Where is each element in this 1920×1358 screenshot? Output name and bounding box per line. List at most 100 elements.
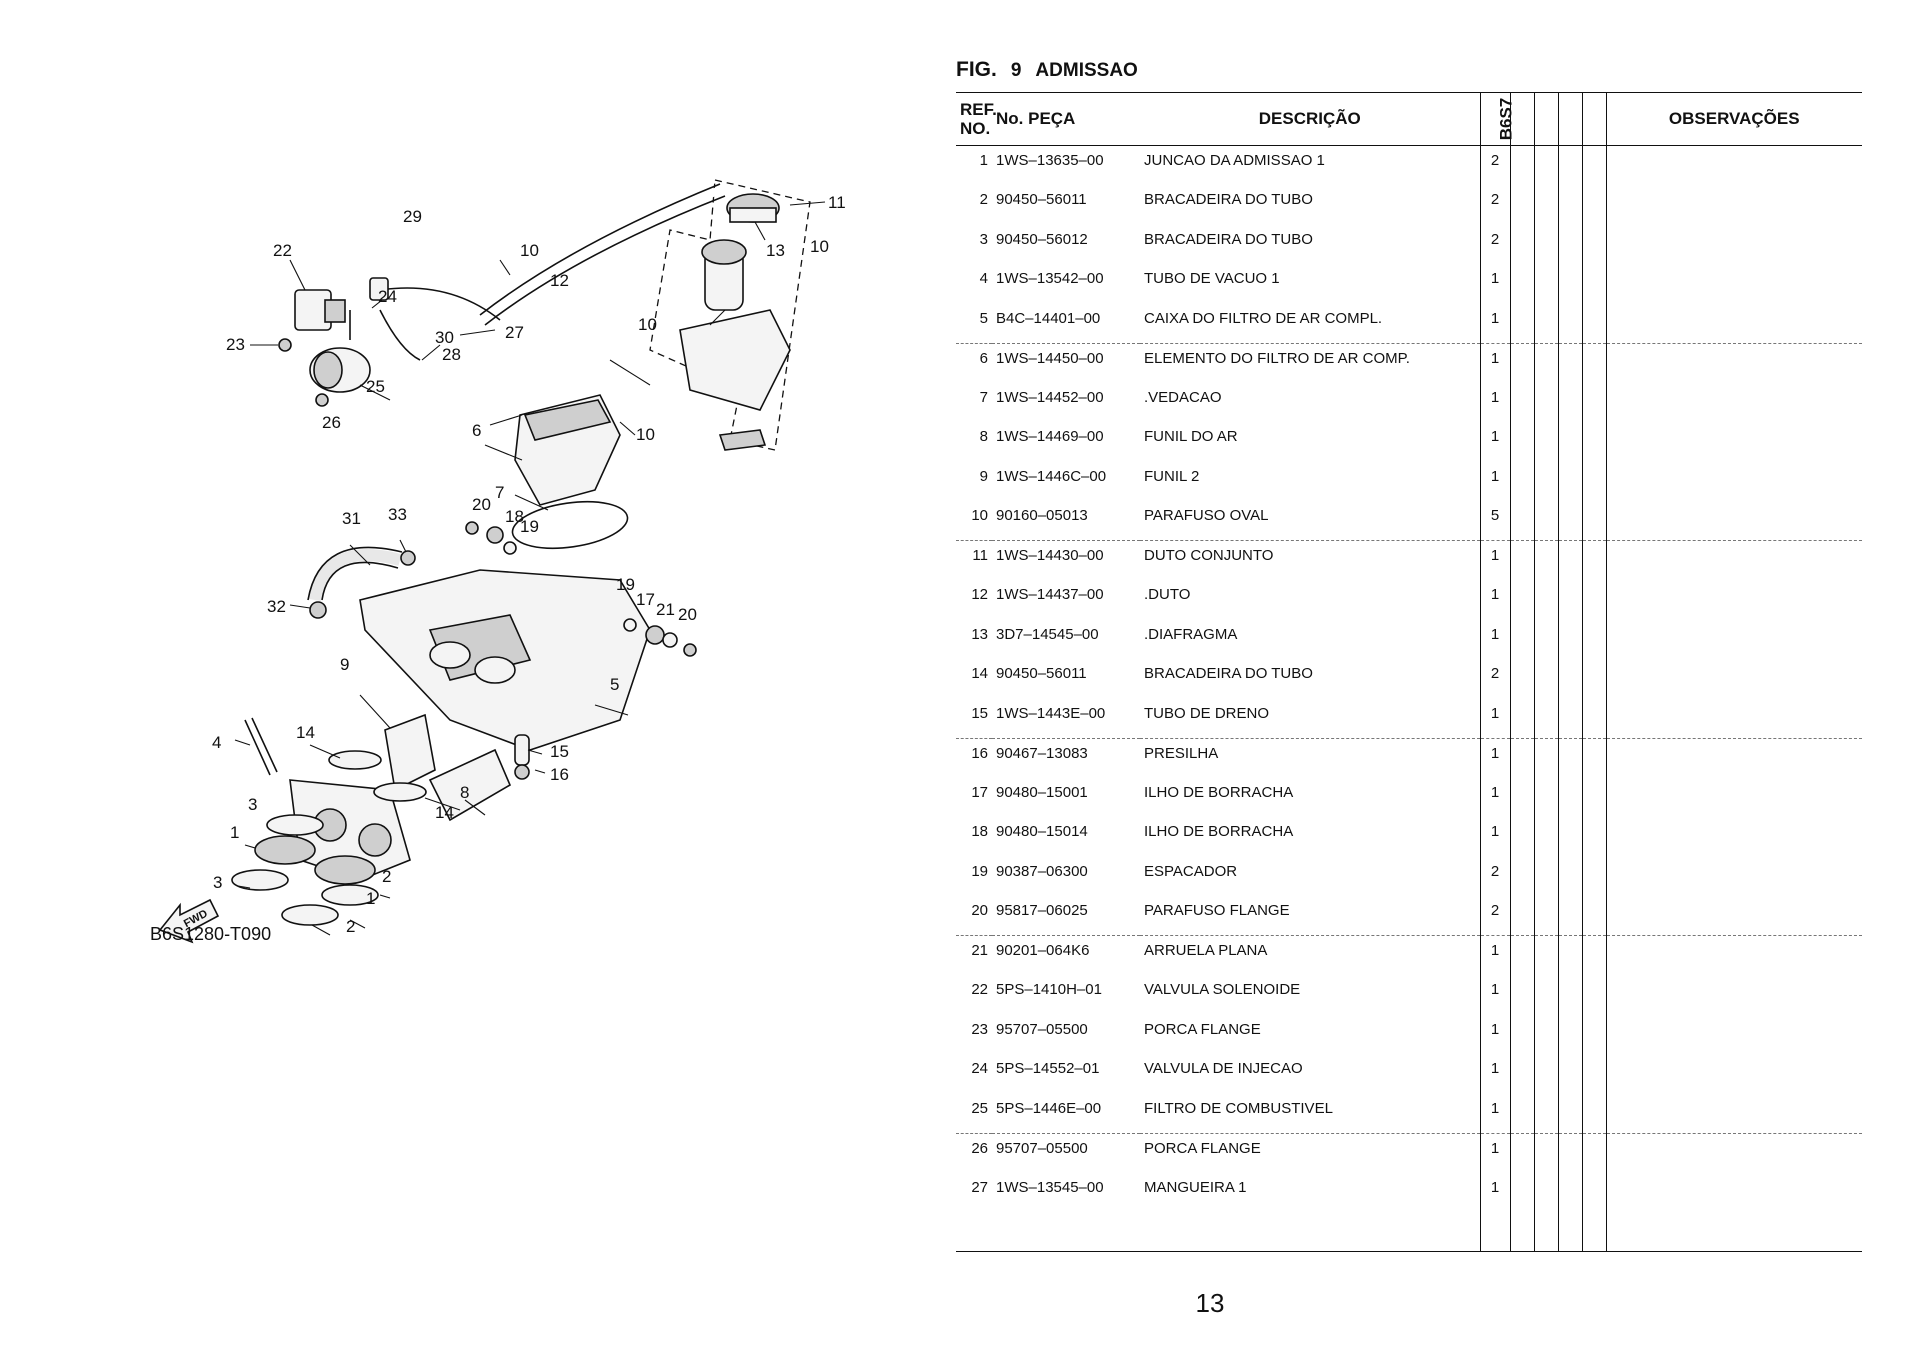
page-number: 13 [1195, 1288, 1225, 1318]
callout-10a: 10 [810, 237, 829, 256]
remarks-cell [1605, 619, 1862, 659]
model-blank-cell [1557, 1172, 1582, 1212]
callout-16: 16 [550, 765, 569, 784]
quantity-cell: 1 [1479, 1172, 1510, 1212]
remarks-cell [1605, 224, 1862, 264]
model-blank-cell [1509, 1172, 1534, 1212]
funnel-8-part [428, 748, 512, 822]
callout-7: 7 [495, 483, 504, 502]
description-cell: .VEDACAO [1144, 388, 1222, 406]
joint-3a [266, 814, 324, 836]
description-cell: FUNIL 2 [1144, 467, 1200, 485]
model-blank-cell [1533, 382, 1558, 422]
model-blank-cell [1509, 856, 1534, 896]
model-blank-cell [1533, 461, 1558, 501]
callout-4: 4 [212, 733, 221, 752]
grommet-17 [645, 625, 665, 645]
model-blank-cell [1581, 856, 1606, 896]
model-blank-cell [1581, 540, 1606, 580]
ref-cell: 19 [971, 862, 988, 880]
model-blank-cell [1533, 856, 1558, 896]
model-blank-cell [1509, 185, 1534, 225]
duct-mouth [701, 239, 747, 265]
callout-17: 17 [636, 590, 655, 609]
part-number-cell: 90467–13083 [992, 737, 1140, 778]
model-blank-cell [1533, 1172, 1558, 1212]
model-blank-cell [1581, 1093, 1606, 1133]
ref-cell: 2 [979, 191, 988, 208]
quantity-cell: 1 [1479, 975, 1510, 1015]
model-blank-cell [1557, 224, 1582, 264]
model-blank-cell [1581, 422, 1606, 462]
description-cell: DUTO CONJUNTO [1140, 540, 1480, 580]
figure-title: FIG. 9 ADMISSAO [956, 58, 1862, 92]
model-blank-cell [1509, 659, 1534, 699]
model-blank-cell [1557, 896, 1582, 936]
flange-nut-26 [315, 393, 329, 407]
ref-cell: 15 [971, 704, 988, 722]
model-blank-cell [1581, 619, 1606, 659]
callout-25: 25 [366, 377, 385, 396]
model-blank-cell [1533, 303, 1558, 343]
duct-bracket-part [718, 429, 767, 451]
spacer-19b [623, 618, 637, 632]
description-cell: TUBO DE DRENO [1144, 704, 1270, 722]
ref-cell: 17 [971, 783, 988, 801]
spacer-cell [1509, 1212, 1534, 1252]
callout-21: 21 [656, 600, 675, 619]
ref-cell: 3 [979, 230, 988, 248]
quantity-cell: 1 [1479, 619, 1510, 659]
description-cell: MANGUEIRA 1 [1144, 1178, 1247, 1196]
model-blank-cell [1581, 737, 1606, 778]
callout-33: 33 [388, 505, 407, 524]
description-cell: FUNIL DO AR [1144, 428, 1238, 445]
model-blank-cell [1557, 580, 1582, 620]
callout-23: 23 [226, 335, 245, 354]
model-blank-cell [1533, 619, 1558, 659]
figure-number: 9 [1010, 60, 1022, 81]
ref-cell: 26 [956, 1132, 992, 1173]
ref-cell: 4 [979, 270, 988, 287]
part-number-cell: 1WS–14437–00 [996, 586, 1104, 603]
model-blank-cell [1581, 659, 1606, 699]
remarks-cell [1605, 501, 1862, 541]
callout-9: 9 [340, 655, 349, 674]
header-remarks: OBSERVAÇÕES [1605, 92, 1862, 146]
grommet-18 [486, 526, 504, 544]
parts-table: REF. NO. No. PEÇA DESCRIÇÃO B6S7 OBSERVA… [956, 92, 1862, 1252]
description-cell: BRACADEIRA DO TUBO [1144, 665, 1313, 682]
remarks-cell [1605, 1172, 1862, 1212]
joint-1a [254, 835, 316, 865]
header-model-blank-2 [1533, 92, 1558, 146]
model-blank-cell [1557, 1093, 1582, 1133]
callout-19b: 19 [616, 575, 635, 594]
callout-24: 24 [378, 287, 397, 306]
remarks-cell [1605, 698, 1862, 738]
remarks-cell [1605, 737, 1862, 778]
description-cell: BRACADEIRA DO TUBO [1144, 191, 1313, 208]
model-blank-cell [1509, 1132, 1534, 1173]
model-blank-cell [1509, 303, 1534, 343]
remarks-cell [1605, 1093, 1862, 1133]
remarks-cell [1605, 145, 1862, 185]
model-blank-cell [1533, 580, 1558, 620]
quantity-cell: 1 [1479, 461, 1510, 501]
joint-2b [281, 904, 339, 926]
model-blank-cell [1533, 145, 1558, 185]
header-description: DESCRIÇÃO [1140, 92, 1480, 146]
model-blank-cell [1533, 501, 1558, 541]
model-blank-cell [1509, 1014, 1534, 1054]
model-blank-cell [1509, 817, 1534, 857]
air-filter-frame [523, 399, 612, 441]
model-blank-cell [1533, 698, 1558, 738]
model-blank-cell [1533, 342, 1558, 383]
description-cell: ILHO DE BORRACHA [1144, 783, 1294, 801]
model-blank-cell [1509, 1093, 1534, 1133]
